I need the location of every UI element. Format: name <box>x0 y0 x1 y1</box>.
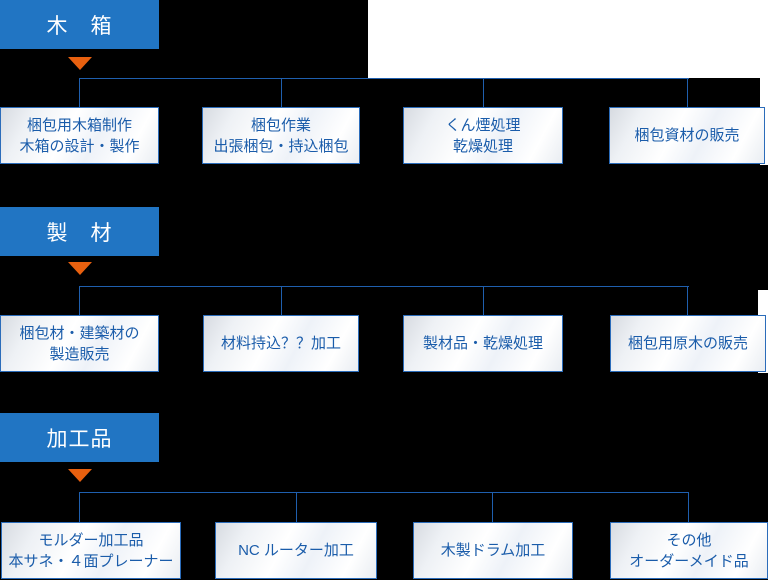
node-label: NC ルーター加工 <box>238 542 354 559</box>
node-label: モルダー加工品 <box>38 531 144 549</box>
connector-line <box>296 492 297 522</box>
node-wooden-drum-processing: 木製ドラム加工 <box>413 522 573 579</box>
node-label: くん煙処理 <box>445 116 521 134</box>
section-header-wooden-box: 木 箱 <box>0 0 159 49</box>
section-title: 木 箱 <box>46 14 113 38</box>
connector-line <box>79 492 80 522</box>
node-label: 梱包用木箱制作 <box>26 116 132 134</box>
node-label: 梱包材・建築材の <box>19 324 140 342</box>
section-title: 製 材 <box>46 221 113 245</box>
node-material-bring-in-processing: 材料持込？？加工 <box>203 315 359 372</box>
connector-line <box>79 286 689 287</box>
down-arrow-icon <box>68 262 92 275</box>
connector-line <box>483 78 484 107</box>
node-wooden-box-making: 梱包用木箱制作 木箱の設計・製作 <box>0 107 159 164</box>
node-label: オーダーメイド品 <box>629 552 749 570</box>
connector-line <box>281 286 282 315</box>
node-label: 梱包資材の販売 <box>634 127 740 144</box>
section-title: 加工品 <box>46 427 113 451</box>
white-background-patch-top <box>368 0 768 78</box>
node-label: 製造販売 <box>49 345 110 363</box>
connector-line <box>687 78 688 107</box>
node-label: 木製ドラム加工 <box>440 542 546 559</box>
connector-line <box>79 492 689 493</box>
node-packing-work: 梱包作業 出張梱包・持込梱包 <box>202 107 360 164</box>
section-header-processed-goods: 加工品 <box>0 413 159 462</box>
white-background-patch-right-top <box>760 0 768 165</box>
node-label: その他 <box>666 531 712 549</box>
down-arrow-icon <box>68 469 92 482</box>
node-nc-router-processing: NC ルーター加工 <box>215 522 377 579</box>
connector-line <box>281 78 282 107</box>
node-label: 梱包用原木の販売 <box>627 335 748 352</box>
node-packing-materials-sale: 梱包資材の販売 <box>609 107 765 164</box>
down-arrow-icon <box>68 57 92 70</box>
node-packing-logs-sale: 梱包用原木の販売 <box>610 315 766 372</box>
node-label: 乾燥処理 <box>452 137 513 155</box>
connector-line <box>483 286 484 315</box>
node-label: 製材品・乾燥処理 <box>422 335 543 352</box>
connector-line <box>687 286 688 315</box>
node-label: 木箱の設計・製作 <box>19 137 140 155</box>
node-fumigation-drying: くん煙処理 乾燥処理 <box>403 107 563 164</box>
node-label: 梱包作業 <box>250 116 311 134</box>
connector-line <box>492 492 493 522</box>
node-molder-products: モルダー加工品 本サネ・４面プレーナー <box>1 522 181 579</box>
node-sawn-lumber-drying: 製材品・乾燥処理 <box>403 315 563 372</box>
connector-line <box>688 492 689 522</box>
node-label: 出張梱包・持込梱包 <box>213 137 349 155</box>
connector-line <box>79 78 80 107</box>
section-header-sawmill: 製 材 <box>0 207 159 256</box>
connector-line <box>79 286 80 315</box>
node-label: 材料持込？？加工 <box>220 335 341 352</box>
node-order-made-products: その他 オーダーメイド品 <box>610 522 768 579</box>
connector-line <box>79 78 689 79</box>
node-packing-construction-materials: 梱包材・建築材の 製造販売 <box>0 315 159 372</box>
node-label: 本サネ・４面プレーナー <box>8 552 174 570</box>
